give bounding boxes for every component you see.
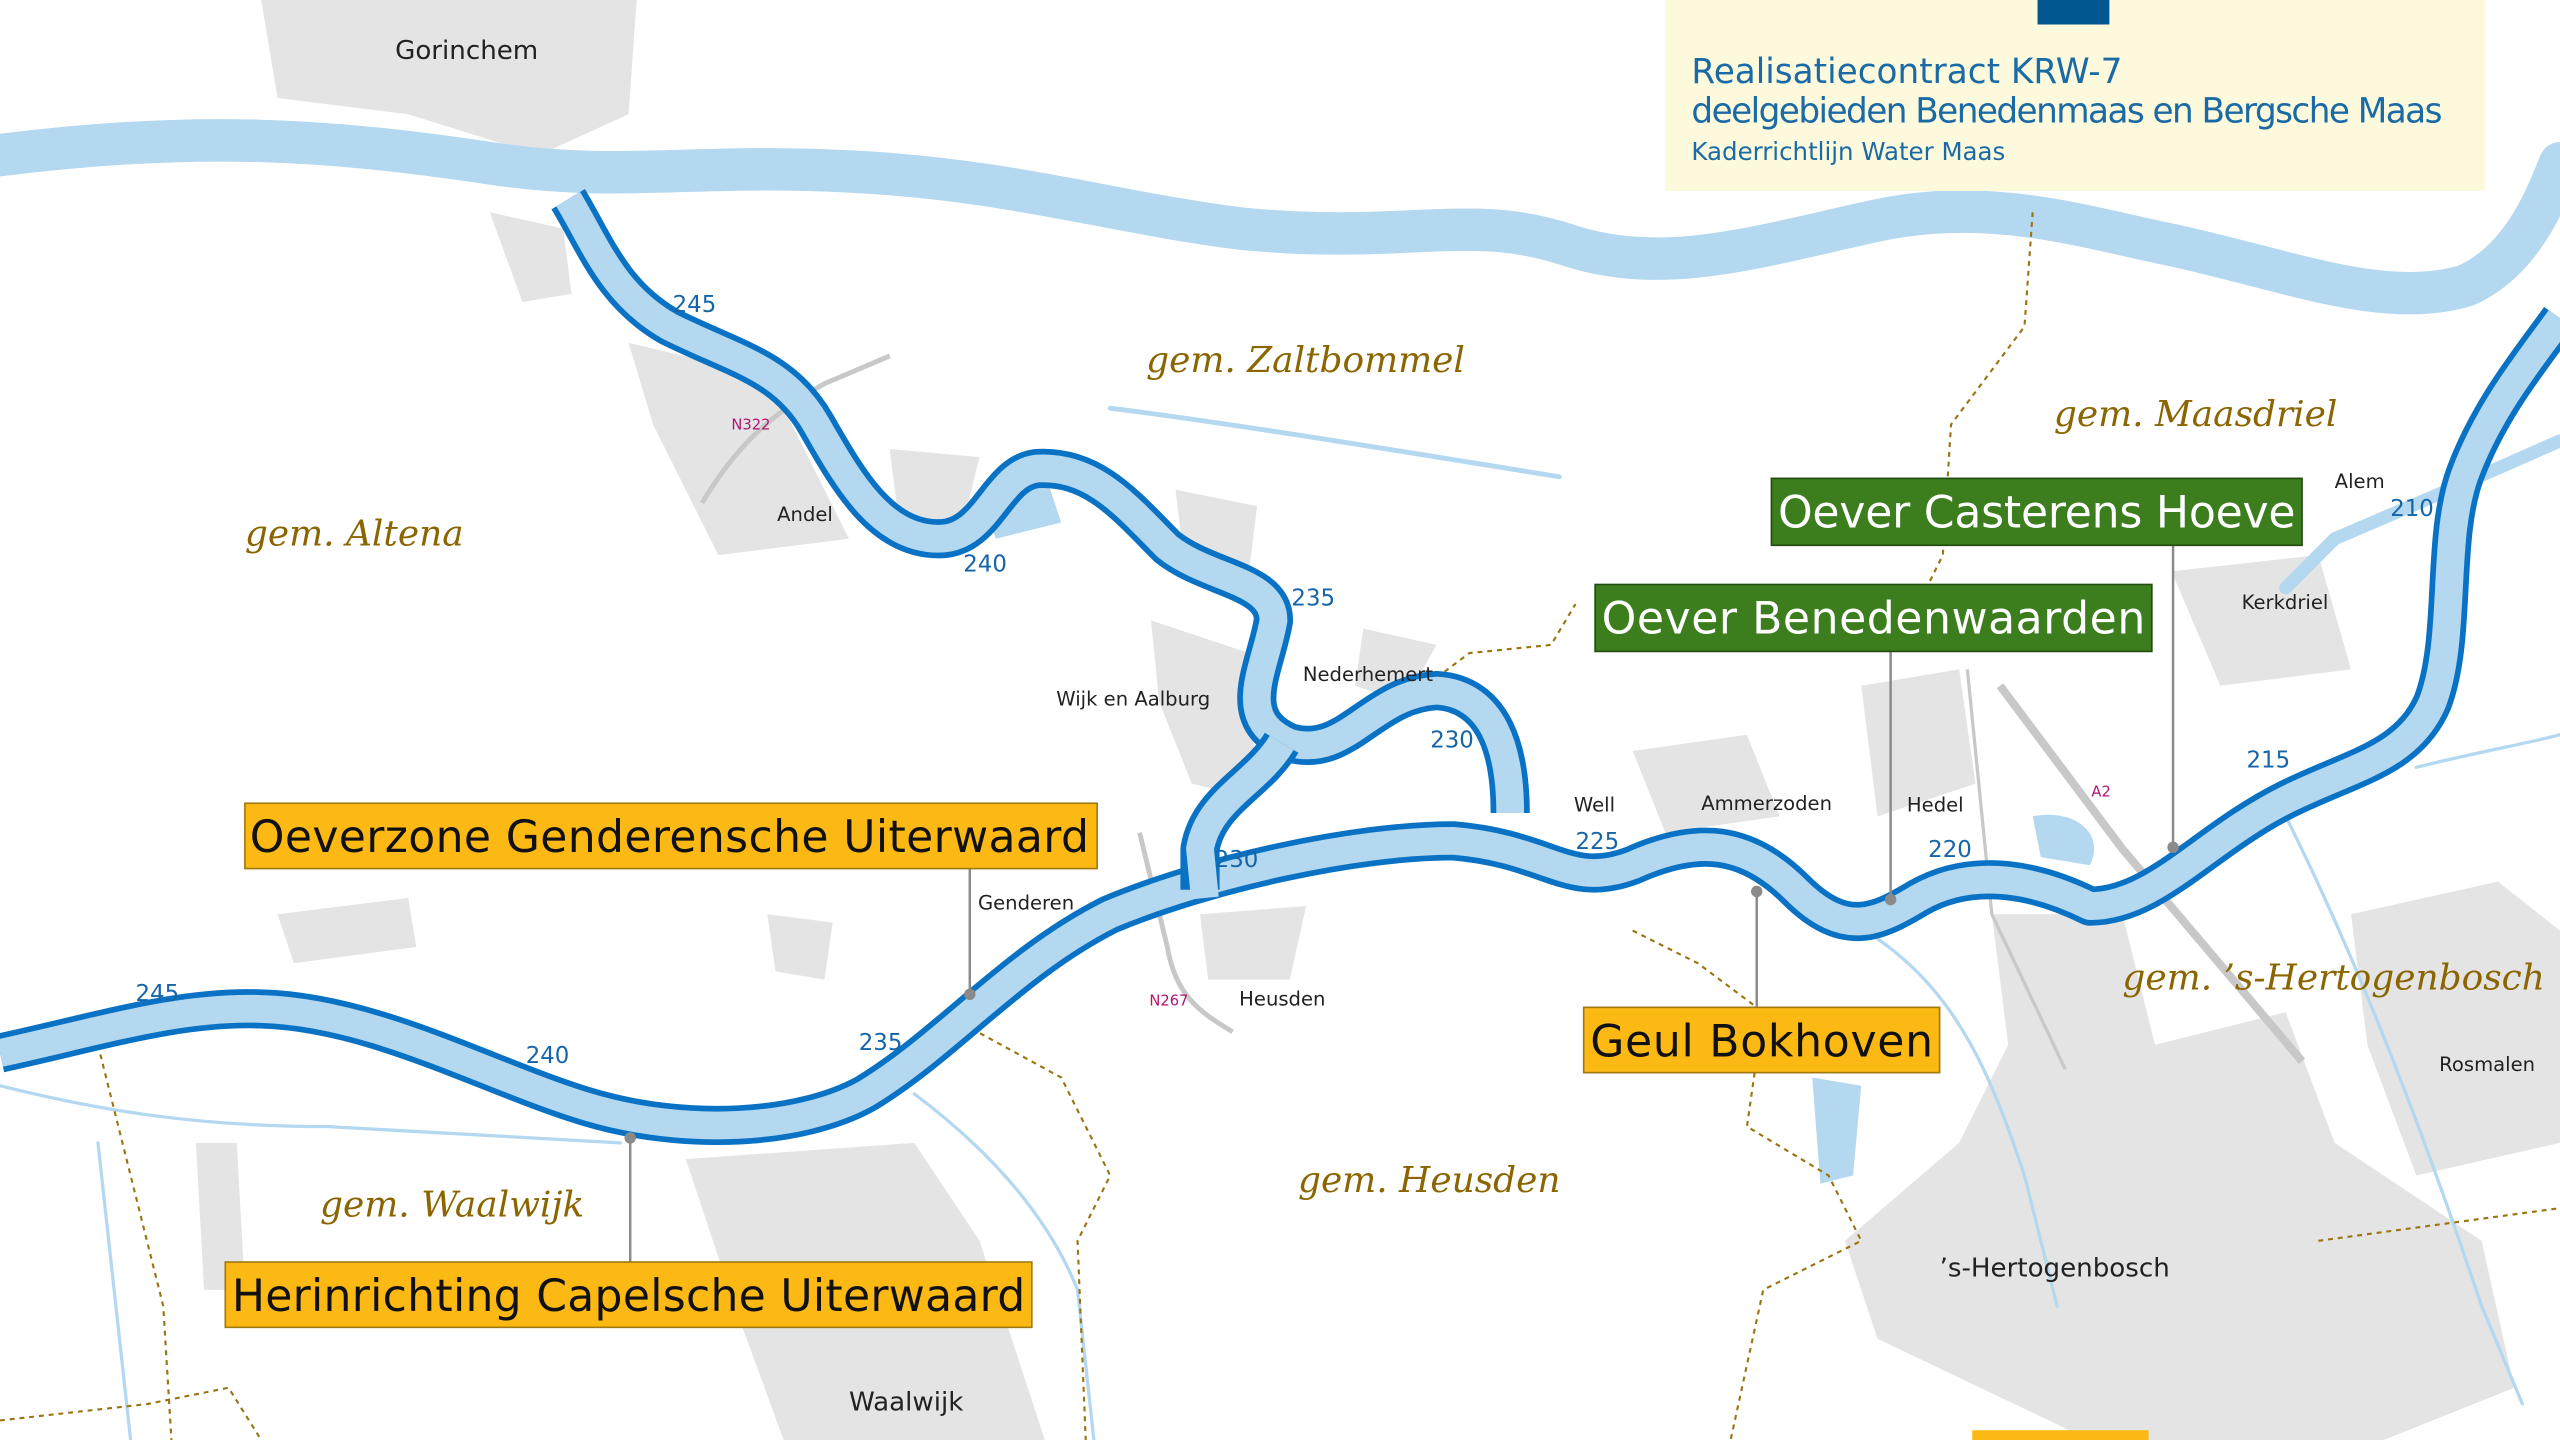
place-label: ’s-Hertogenbosch — [1940, 1254, 2170, 1284]
gem-label: gem. ’s-Hertogenbosch — [2122, 957, 2544, 998]
km-marker: 230 — [1430, 728, 1474, 754]
place-label: Alem — [2335, 470, 2385, 493]
project-name: Herinrichting Capelsche Uiterwaard — [232, 1271, 1025, 1322]
km-marker: 220 — [1928, 837, 1972, 863]
project-name: Geul Bokhoven — [1590, 1016, 1933, 1067]
project-label-geul-bokhoven[interactable]: Geul Bokhoven — [1582, 1006, 1941, 1074]
place-label: Waalwijk — [849, 1388, 964, 1418]
partial-label-bottom — [1972, 1430, 2149, 1440]
place-labels: Gorinchem Andel Wijk en Aalburg Nederhem… — [395, 36, 2535, 1418]
km-marker: 245 — [673, 292, 717, 318]
km-marker: 230 — [1215, 847, 1259, 873]
km-marker: 235 — [859, 1030, 903, 1056]
place-label: Well — [1574, 793, 1615, 816]
project-label-casterens-hoeve[interactable]: Oever Casterens Hoeve — [1770, 477, 2303, 547]
road-labels: N322 N267 A2 — [731, 416, 2110, 1009]
km-marker: 225 — [1576, 829, 1620, 855]
project-name: Oeverzone Genderensche Uiterwaard — [250, 812, 1089, 863]
title-subtitle: Kaderrichtlijn Water Maas — [1691, 137, 2005, 166]
road-label: N322 — [731, 416, 770, 433]
municipal-boundaries — [0, 212, 2560, 1440]
gem-label: gem. Maasdriel — [2054, 394, 2337, 435]
maas-river-channels — [0, 189, 2560, 1146]
km-markers: 245 240 235 230 230 225 220 215 210 245 … — [136, 292, 2434, 1069]
gem-label: gem. Heusden — [1298, 1160, 1561, 1201]
title-box: Realisatiecontract KRW-7 deelgebieden Be… — [1665, 0, 2485, 192]
place-label: Ammerzoden — [1701, 792, 1832, 815]
gem-label: gem. Altena — [245, 513, 464, 554]
project-name: Oever Benedenwaarden — [1602, 593, 2146, 644]
project-label-benedenwaarden[interactable]: Oever Benedenwaarden — [1594, 583, 2153, 653]
place-label: Rosmalen — [2439, 1053, 2535, 1076]
municipality-labels: gem. Altena gem. Zaltbommel gem. Maasdri… — [245, 340, 2545, 1225]
leader-lines — [624, 545, 2179, 1263]
place-label: Nederhemert — [1303, 663, 1433, 686]
road-label: N267 — [1149, 993, 1188, 1010]
km-marker: 215 — [2247, 747, 2291, 773]
km-marker: 245 — [136, 981, 180, 1007]
project-name: Oever Casterens Hoeve — [1778, 487, 2296, 538]
km-marker: 235 — [1291, 586, 1335, 612]
place-label: Kerkdriel — [2242, 591, 2329, 614]
project-label-genderensche[interactable]: Oeverzone Genderensche Uiterwaard — [244, 802, 1098, 870]
place-label: Heusden — [1239, 988, 1325, 1011]
place-label: Hedel — [1907, 793, 1964, 816]
place-label: Genderen — [978, 891, 1074, 914]
km-marker: 240 — [963, 551, 1007, 577]
rijkswaterstaat-logo-icon — [2037, 0, 2110, 25]
km-marker: 210 — [2390, 496, 2434, 522]
km-marker: 240 — [526, 1043, 570, 1069]
title-line-1: Realisatiecontract KRW-7 — [1691, 52, 2122, 92]
gem-label: gem. Waalwijk — [320, 1184, 584, 1225]
place-label: Gorinchem — [395, 36, 538, 66]
place-label: Wijk en Aalburg — [1056, 687, 1210, 710]
project-label-capelsche[interactable]: Herinrichting Capelsche Uiterwaard — [224, 1261, 1033, 1329]
place-label: Andel — [777, 503, 833, 526]
title-line-2: deelgebieden Benedenmaas en Bergsche Maa… — [1691, 91, 2442, 131]
road-label: A2 — [2091, 784, 2110, 801]
gem-label: gem. Zaltbommel — [1146, 340, 1465, 381]
